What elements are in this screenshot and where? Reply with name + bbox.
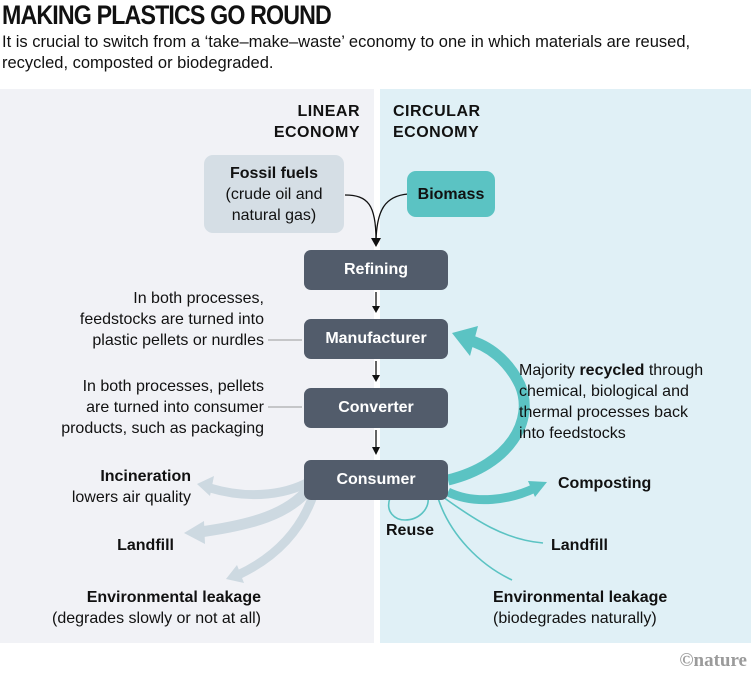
- arrowhead-icon: [371, 238, 381, 247]
- leakage-flow: [236, 491, 319, 580]
- note-text: Majority: [519, 362, 580, 379]
- note-line: plastic pellets or nurdles: [92, 332, 264, 349]
- leakage-arrowhead-icon: [226, 565, 244, 583]
- linear-landfill-label: Landfill: [117, 537, 174, 554]
- outcome-title: Incineration: [100, 468, 191, 485]
- note-line: Majority recycled through: [519, 360, 749, 381]
- heading-line: LINEAR: [297, 103, 360, 120]
- circular-composting-label: Composting: [558, 475, 652, 492]
- manufacturer-note: In both processes, feedstocks are turned…: [10, 288, 264, 351]
- heading-line: ECONOMY: [393, 124, 480, 141]
- fossil-fuels-desc: natural gas): [231, 206, 317, 224]
- circular-economy-heading: CIRCULAR ECONOMY: [393, 101, 481, 143]
- converter-note: In both processes, pellets are turned in…: [10, 376, 264, 439]
- fossil-fuels-title: Fossil fuels: [229, 164, 319, 182]
- stage-refining: Refining: [304, 250, 448, 290]
- stage-converter: Converter: [304, 388, 448, 428]
- circular-reuse-label: Reuse: [386, 522, 435, 539]
- linear-incineration-label: Incineration lowers air quality: [20, 466, 191, 508]
- fossil-fuels-desc: (crude oil and: [225, 185, 323, 203]
- nature-credit-logo: ©nature: [679, 650, 747, 671]
- linear-leakage-label: Environmental leakage (degrades slowly o…: [4, 587, 261, 629]
- circular-landfill-flow: [442, 496, 544, 544]
- biomass-label: Biomass: [417, 185, 485, 203]
- note-line: chemical, biological and: [519, 383, 689, 400]
- recycle-flow: [446, 334, 530, 486]
- outcome-desc: lowers air quality: [71, 489, 191, 506]
- stage-consumer: Consumer: [304, 460, 448, 500]
- note-line: In both processes, pellets: [82, 378, 264, 395]
- note-line: products, such as packaging: [61, 420, 264, 437]
- circular-leakage-flow: [437, 497, 513, 581]
- note-line: thermal processes back: [519, 404, 688, 421]
- linear-economy-heading: LINEAR ECONOMY: [262, 101, 360, 143]
- outcome-desc: (degrades slowly or not at all): [52, 610, 261, 627]
- fossil-fuels-box: Fossil fuels (crude oil and natural gas): [204, 155, 344, 233]
- incineration-arrowhead-icon: [197, 476, 214, 496]
- circular-leakage-label: Environmental leakage (biodegrades natur…: [493, 587, 667, 629]
- note-line: feedstocks are turned into: [79, 311, 264, 328]
- outcome-title: Environmental leakage: [493, 589, 668, 606]
- arrowhead-icon: [372, 375, 380, 382]
- heading-line: CIRCULAR: [393, 103, 481, 120]
- heading-line: ECONOMY: [273, 124, 360, 141]
- note-line: into feedstocks: [519, 425, 626, 442]
- landfill-arrowhead-icon: [184, 521, 205, 544]
- figure-subtitle: It is crucial to switch from a ‘take–mak…: [2, 33, 691, 72]
- biomass-to-refining-line: [375, 193, 409, 241]
- outcome-title: Environmental leakage: [86, 589, 261, 606]
- circular-landfill-label: Landfill: [551, 537, 608, 554]
- recycled-emphasis: recycled: [579, 362, 645, 379]
- note-text: through: [644, 362, 704, 379]
- reuse-loop: [387, 495, 429, 521]
- recycled-note: Majority recycled through chemical, biol…: [519, 360, 749, 444]
- composting-arrowhead-icon: [528, 481, 547, 497]
- note-line: are turned into consumer: [86, 399, 264, 416]
- arrowhead-icon: [372, 447, 380, 455]
- composting-flow: [446, 483, 537, 505]
- stage-manufacturer: Manufacturer: [304, 319, 448, 359]
- outcome-desc: (biodegrades naturally): [493, 610, 657, 627]
- biomass-box: Biomass: [407, 171, 495, 217]
- arrowhead-icon: [372, 306, 380, 313]
- landfill-flow: [199, 481, 317, 538]
- recycle-arrowhead-icon: [452, 326, 478, 356]
- figure-title: MAKING PLASTICS GO ROUND: [2, 0, 332, 30]
- fossil-to-refining-line: [344, 194, 377, 241]
- note-line: In both processes,: [133, 290, 264, 307]
